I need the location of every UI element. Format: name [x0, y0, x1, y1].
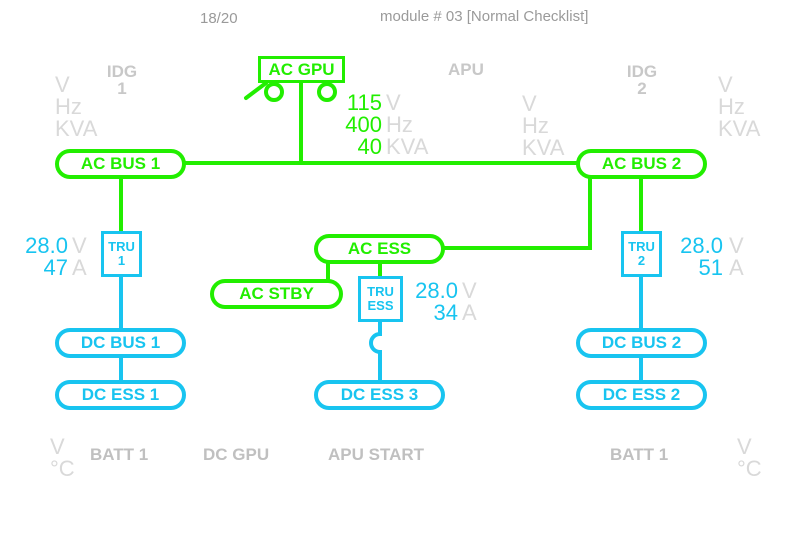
- dc-ess-1[interactable]: DC ESS 1: [55, 380, 186, 410]
- tru-ess-current-value: 34: [433, 300, 458, 325]
- dc-ess-3[interactable]: DC ESS 3: [314, 380, 445, 410]
- idg1-unit-hz: Hz: [55, 94, 82, 119]
- tru-ess-link-jumper: [369, 331, 383, 355]
- idg2-unit-v: V: [718, 72, 733, 97]
- tru2-current-value: 51: [698, 255, 723, 280]
- gpu-unit-kva: KVA: [386, 134, 429, 159]
- dc-bus-1[interactable]: DC BUS 1: [55, 328, 186, 358]
- idg1-unit-v: V: [55, 72, 70, 97]
- gpu-power-value: 40: [357, 134, 382, 159]
- tru2-unit-v: V: [729, 233, 744, 258]
- ac-bus-2[interactable]: AC BUS 2: [576, 149, 707, 179]
- tru-ess-unit-a: A: [462, 300, 477, 325]
- gpu-unit-v: V: [386, 90, 401, 115]
- gpu-voltage-value: 115: [346, 90, 382, 115]
- ac-gpu-contactor-left: [264, 82, 284, 102]
- page-counter: 18/20: [200, 10, 238, 27]
- dc-bus-2[interactable]: DC BUS 2: [576, 328, 707, 358]
- tru2-voltage-value: 28.0: [680, 233, 723, 258]
- batt2-unit-v: V: [737, 434, 752, 459]
- gpu-unit-hz: Hz: [386, 112, 413, 137]
- apu-start-label: APU START: [328, 445, 425, 464]
- tru2-unit-a: A: [729, 255, 744, 280]
- ac-ess-bus[interactable]: AC ESS: [314, 234, 445, 264]
- tru-ess-unit-v: V: [462, 278, 477, 303]
- ac-gpu-contactor-arm: [244, 81, 268, 100]
- gpu-frequency-value: 400: [345, 112, 382, 137]
- tru1-unit-a: A: [72, 255, 87, 280]
- apu-unit-v: V: [522, 91, 537, 116]
- batt1-unit-degc: °C: [50, 456, 75, 481]
- batt1-label: BATT 1: [90, 445, 149, 464]
- ac-bus-1[interactable]: AC BUS 1: [55, 149, 186, 179]
- tru1-voltage-value: 28.0: [25, 233, 68, 258]
- apu-label: APU: [448, 60, 484, 79]
- tru1-current-value: 47: [43, 255, 68, 280]
- idg1-unit-kva: KVA: [55, 116, 98, 141]
- ac-gpu-box[interactable]: AC GPU: [258, 56, 345, 83]
- tru1-unit-v: V: [72, 233, 87, 258]
- batt1-unit-v: V: [50, 434, 65, 459]
- batt2-label: BATT 1: [610, 445, 669, 464]
- batt2-unit-degc: °C: [737, 456, 762, 481]
- dc-ess-2[interactable]: DC ESS 2: [576, 380, 707, 410]
- module-title: module # 03 [Normal Checklist]: [380, 8, 589, 25]
- apu-unit-hz: Hz: [522, 113, 549, 138]
- idg2-unit-kva: KVA: [718, 116, 761, 141]
- ac-stby-bus[interactable]: AC STBY: [210, 279, 343, 309]
- apu-unit-kva: KVA: [522, 135, 565, 160]
- tru-ess-voltage-value: 28.0: [415, 278, 458, 303]
- dc-gpu-label: DC GPU: [203, 445, 270, 464]
- idg2-unit-hz: Hz: [718, 94, 745, 119]
- ac-gpu-contactor-right: [317, 82, 337, 102]
